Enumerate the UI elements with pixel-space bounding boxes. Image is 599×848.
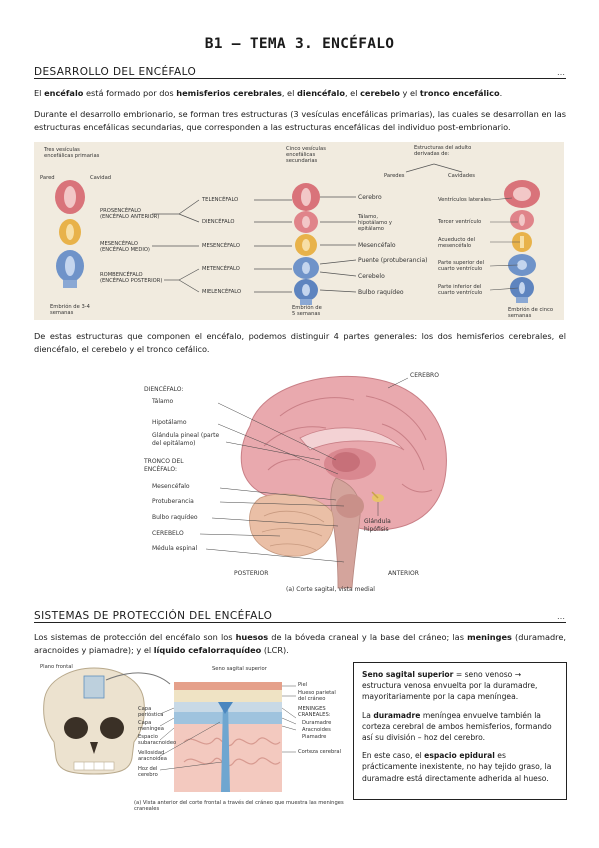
- label-protuberancia: Protuberancia: [152, 498, 194, 505]
- label-embrion-3: Embrión de cinco semanas: [508, 307, 554, 319]
- section-dots: …: [557, 68, 565, 77]
- note-espacio-epidural: En este caso, el espacio epidural es prá…: [362, 751, 552, 783]
- label-bulbo: Bulbo raquídeo: [358, 289, 404, 296]
- section-dots-2: …: [557, 612, 565, 621]
- label-diencefalo-heading: DIENCÉFALO:: [144, 386, 184, 393]
- label-cerebro: Cerebro: [358, 194, 382, 201]
- label-hoz-cerebro: Hoz del cerebro: [138, 766, 158, 778]
- label-parte-superior: Parte superior del cuarto ventrículo: [438, 260, 485, 272]
- label-duramadre: Duramadre: [302, 720, 332, 726]
- paragraph-proteccion: Los sistemas de protección del encéfalo …: [34, 632, 566, 655]
- label-aracnoides: Aracnoides: [302, 727, 331, 733]
- section-heading-desarrollo: DESARROLLO DEL ENCÉFALO: [34, 66, 197, 78]
- label-paredes: Paredes: [384, 173, 405, 179]
- label-metencefalo: METENCÉFALO: [202, 266, 240, 272]
- paragraph-partes-generales: De estas estructuras que componen el enc…: [34, 331, 566, 354]
- page-title: B1 – TEMA 3. ENCÉFALO: [204, 36, 395, 52]
- label-cerebelo-brain: CEREBELO: [152, 530, 184, 537]
- note-seno-sagital: Seno sagital superior = seno venoso → es…: [362, 670, 538, 702]
- label-parte-inferior: Parte inferior del cuarto ventrículo: [438, 284, 483, 296]
- label-tercer-ventriculo: Tercer ventrículo: [438, 219, 482, 225]
- label-vellosidad: Vellosidad aracnoidea: [138, 750, 167, 762]
- label-capa-meningea: Capa meníngea: [138, 720, 164, 732]
- label-hipofisis: Glándula hipófisis: [364, 518, 391, 533]
- label-cavidad: Cavidad: [90, 175, 112, 181]
- figure-brain-sagittal: DIENCÉFALO: Tálamo Hipotálamo Glándula p…: [140, 366, 460, 598]
- label-posterior: POSTERIOR: [234, 570, 269, 577]
- label-capa-periostica: Capa perióstica: [138, 706, 164, 718]
- label-estructuras-adulto: Estructuras del adulto derivadas de:: [414, 145, 472, 157]
- label-pared: Pared: [40, 175, 55, 181]
- note-duramadre: La duramadre meníngea envuelve también l…: [362, 710, 552, 743]
- label-talamo-brain: Tálamo: [152, 398, 174, 405]
- label-medula-espinal: Médula espinal: [152, 545, 198, 552]
- label-hueso-parietal: Hueso parietal del cráneo: [298, 690, 336, 702]
- figure-embryonic-vesicles: Tres vesículas encefálicas primarias Par…: [34, 142, 564, 320]
- vesicles-diagram: [55, 163, 540, 305]
- note-box: Seno sagital superior = seno venoso → es…: [353, 662, 567, 800]
- section-rule-2: [34, 622, 566, 623]
- label-talamo: Tálamo, hipotálamo y epitálamo: [358, 214, 392, 232]
- label-diencefalo: DIENCÉFALO: [202, 219, 235, 225]
- label-ventriculos: Ventrículos laterales: [438, 197, 491, 203]
- figure-meninges: Plano frontal Seno sagital superior Piel…: [34, 662, 346, 814]
- label-hipotalamo: Hipotálamo: [152, 419, 187, 426]
- label-mesencefalo-2: MESENCÉFALO: [202, 243, 240, 249]
- label-mesencefalo-brain: Mesencéfalo: [152, 483, 190, 490]
- label-embrion-1: Embrión de 3-4 semanas: [50, 304, 90, 316]
- paragraph-desarrollo: Durante el desarrollo embrionario, se fo…: [34, 109, 566, 132]
- label-embrion-2: Embrión de 5 semanas: [292, 305, 322, 317]
- label-puente: Puente (protuberancia): [358, 257, 428, 264]
- figure-caption-brain: (a) Corte sagital, vista medial: [286, 586, 375, 593]
- label-cerebelo: Cerebelo: [358, 273, 385, 280]
- label-cavidades: Cavidades: [448, 173, 475, 179]
- label-anterior: ANTERIOR: [388, 570, 419, 577]
- label-piamadre: Piamadre: [302, 734, 327, 740]
- label-glandula-pineal: Glándula pineal (parte del epitálamo): [152, 432, 220, 447]
- label-plano-frontal: Plano frontal: [40, 664, 73, 670]
- label-mesencefalo: MESENCÉFALO (ENCÉFALO MEDIO): [100, 241, 150, 253]
- label-mesencefalo-3: Mesencéfalo: [358, 242, 396, 249]
- section-rule: [34, 78, 566, 79]
- label-tres-vesiculas: Tres vesículas encefálicas primarias: [44, 147, 100, 159]
- label-seno-sagital: Seno sagital superior: [212, 666, 267, 672]
- meninges-drawing: [43, 667, 297, 792]
- figure-caption-meninges: (a) Vista anterior del corte frontal a t…: [134, 800, 344, 812]
- label-bulbo-raquideo: Bulbo raquídeo: [152, 514, 198, 521]
- section-heading-proteccion: SISTEMAS DE PROTECCIÓN DEL ENCÉFALO: [34, 610, 273, 622]
- label-cerebro-brain: CEREBRO: [410, 372, 439, 379]
- label-espacio-subaracnoideo: Espacio subaracnoideo: [138, 734, 177, 746]
- brain-sagittal-drawing: [199, 375, 447, 589]
- label-meninges-craneales: MENINGES CRANEALES:: [298, 706, 331, 718]
- label-cinco-vesiculas: Cinco vesículas encefálicas secundarias: [286, 146, 326, 164]
- label-prosencefalo: PROSENCÉFALO (ENCÉFALO ANTERIOR): [100, 208, 160, 220]
- label-tronco-encefalo: TRONCO DEL ENCÉFALO:: [144, 458, 184, 473]
- label-corteza-cerebral: Corteza cerebral: [298, 749, 342, 755]
- paragraph-encefalo-intro: El encéfalo está formado por dos hemisfe…: [34, 88, 503, 98]
- label-rombencefalo: ROMBENCÉFALO (ENCÉFALO POSTERIOR): [100, 272, 163, 284]
- label-piel: Piel: [298, 682, 308, 688]
- label-mielencefalo: MIELENCÉFALO: [202, 289, 242, 295]
- label-telencefalo: TELENCÉFALO: [202, 197, 239, 203]
- label-acueducto: Acueducto del mesencéfalo: [438, 237, 476, 249]
